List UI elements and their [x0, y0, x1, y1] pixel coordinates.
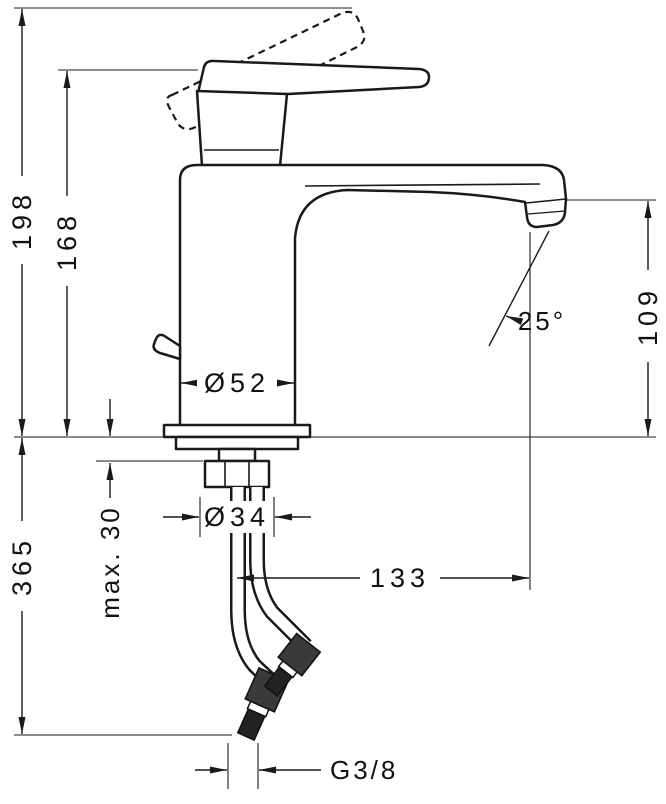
spray-angle-line — [488, 230, 550, 347]
handle-lever-raised-dashed — [165, 10, 366, 131]
dim-label-overall-height: 198 — [7, 190, 37, 250]
dim-leader-spray-angle — [505, 315, 524, 326]
handle-base — [195, 89, 289, 168]
dim-label-below-counter-depth: 365 — [7, 536, 37, 596]
dim-label-body-diameter: Ø52 — [204, 368, 270, 398]
dim-label-outlet-height: 109 — [633, 286, 663, 346]
dim-label-handle-height: 168 — [52, 211, 82, 271]
base-gasket — [174, 435, 300, 451]
hose-connector-right — [263, 632, 322, 697]
label-mask — [51, 196, 83, 286]
supply-hose-right — [249, 487, 312, 652]
label-mask — [203, 501, 271, 533]
label-mask — [6, 521, 38, 611]
label-mask — [6, 176, 38, 264]
dim-label-spray-angle: 25° — [518, 306, 566, 336]
dim-label-spout-reach: 133 — [370, 563, 430, 593]
label-mask — [197, 367, 277, 399]
mounting-nut — [203, 459, 271, 489]
dim-label-hole-diameter: Ø34 — [204, 502, 270, 532]
aerator-mid-line — [527, 210, 566, 215]
label-mask — [632, 270, 664, 362]
threaded-shank — [217, 447, 257, 463]
label-mask — [360, 562, 440, 593]
spout-surface-line — [304, 183, 541, 187]
base-escutcheon — [162, 423, 312, 439]
aerator-top-line — [525, 198, 567, 204]
dim-label-max-counter-thickness: max. 30 — [95, 505, 125, 619]
label-mask — [94, 498, 126, 626]
dim-label-connection-thread: G3/8 — [330, 755, 398, 785]
supply-hose-left — [230, 487, 275, 685]
handle-lever — [196, 59, 431, 97]
pop-up-lever — [152, 333, 182, 361]
